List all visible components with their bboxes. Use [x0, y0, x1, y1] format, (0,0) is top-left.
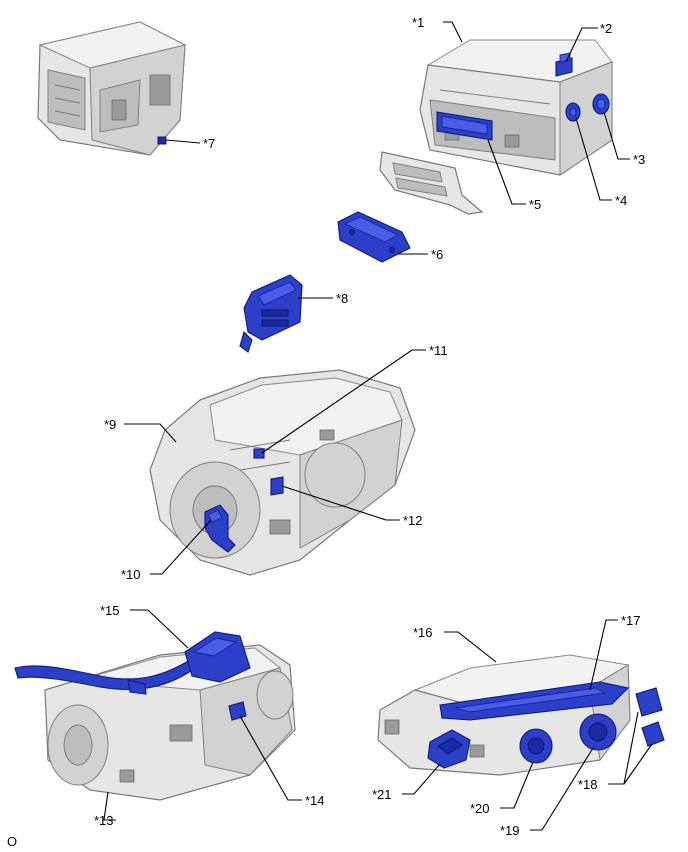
inverter-assembly-rear-view: [37, 21, 187, 156]
leader-11: [261, 349, 426, 454]
callout-label-20: *20: [470, 801, 490, 816]
callout-label-4: *4: [615, 193, 627, 208]
part-14-connector: [228, 701, 247, 721]
callout-label-7: *7: [203, 136, 215, 151]
callout-label-17: *17: [621, 613, 641, 628]
part-21-connector: [427, 729, 471, 769]
part-5-cover: [436, 111, 493, 141]
callout-label-11: *11: [429, 343, 448, 358]
callout-label-8: *8: [336, 291, 348, 306]
callout-labels: *1 *2 *3 *4 *5 *6 *7 *8 *9 *10 *11 *12 *…: [7, 15, 645, 849]
part-19-connector: [579, 713, 617, 751]
callout-label-3: *3: [633, 152, 645, 167]
callout-label-14: *14: [305, 793, 325, 808]
part-20-connector: [519, 728, 553, 764]
callout-label-1: *1: [412, 15, 424, 30]
inverter-assembly: [419, 39, 613, 176]
leader-12: [281, 485, 400, 521]
callout-label-6: *6: [431, 247, 443, 262]
callout-label-2: *2: [600, 21, 612, 36]
rear-drive-unit-assembly: [44, 644, 296, 801]
leader-20: [500, 761, 534, 809]
part-7-connector: [157, 136, 167, 145]
leader-4: [575, 117, 612, 201]
bracket-gray: [379, 151, 484, 215]
leader-3: [603, 111, 630, 160]
callout-label-19: *19: [500, 823, 520, 838]
part-8-bracket: [239, 274, 303, 353]
corner-mark: O: [7, 834, 17, 849]
leader-5: [487, 139, 526, 205]
part-11-connector: [253, 448, 265, 459]
part-4-connector: [565, 102, 581, 122]
leader-19: [530, 747, 594, 831]
leader-15: [130, 609, 189, 649]
part-10-bracket: [204, 504, 236, 553]
callout-label-9: *9: [104, 417, 116, 432]
callout-label-13: *13: [94, 813, 114, 828]
part-15-cable: [14, 631, 251, 695]
callout-label-21: *21: [372, 787, 392, 802]
leader-10: [150, 519, 212, 575]
leader-14: [239, 715, 302, 801]
leader-1: [443, 21, 463, 43]
leader-16: [444, 631, 497, 663]
callout-label-18: *18: [578, 777, 598, 792]
part-12-connector: [270, 476, 284, 496]
leader-7: [165, 139, 201, 144]
part-17-bus-bar-cover: [439, 681, 630, 721]
leader-13: [103, 791, 116, 821]
part-6-cover: [337, 211, 411, 263]
leader-21: [402, 763, 441, 795]
callout-label-16: *16: [413, 625, 433, 640]
callout-label-12: *12: [403, 513, 423, 528]
leader-9: [124, 423, 177, 443]
leader-2: [565, 27, 598, 63]
callout-label-10: *10: [121, 567, 141, 582]
leader-lines: [103, 21, 653, 831]
part-18-connectors: [635, 687, 665, 747]
leader-17: [589, 619, 618, 691]
callout-label-15: *15: [100, 603, 120, 618]
leader-18b: [623, 743, 653, 785]
transaxle-assembly: [149, 369, 416, 576]
callout-label-5: *5: [529, 197, 541, 212]
part-3-connector: [592, 93, 610, 115]
